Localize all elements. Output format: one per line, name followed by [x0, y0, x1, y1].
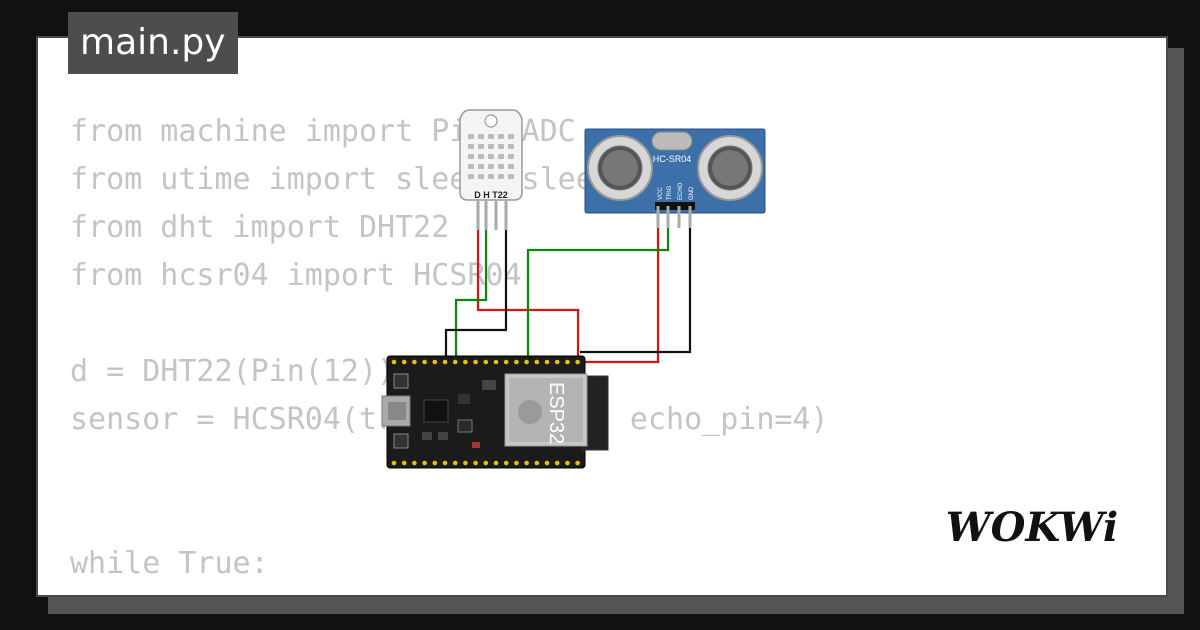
esp32-header-pin [554, 460, 560, 466]
dht-pins [476, 200, 508, 230]
esp32-header-pin [473, 460, 478, 466]
esp32-header-pin [524, 359, 529, 365]
esp32-header-pin [534, 359, 540, 365]
esp32-header-pin [412, 460, 417, 466]
esp32-header-pin [483, 359, 489, 365]
wire-hc-gnd [580, 214, 692, 354]
esp32-header-pin [514, 460, 519, 466]
esp32-board: ESP32 [381, 355, 609, 469]
wire-hc-trig [526, 214, 670, 362]
esp32-header-pin [575, 460, 580, 466]
esp32-header-pin [544, 460, 550, 466]
wire-hc-vcc [580, 214, 660, 364]
esp32-header-pin [442, 359, 448, 365]
wokwi-logo: WOKWi [946, 504, 1118, 551]
dht22-sensor: D H T22 [459, 109, 523, 230]
esp32-header-pin [463, 359, 468, 365]
esp32-header-pin [565, 460, 570, 466]
code-line: from hcsr04 import HCSR04 [70, 258, 522, 293]
code-line: d = DHT22(Pin(12)) [70, 354, 396, 389]
esp32-header-pin [493, 460, 499, 466]
esp32-header-pin [452, 460, 458, 466]
circuit-diagram: D H T22 HC-SR04 VCC TRIG ECHO GND [381, 109, 766, 469]
esp32-header-pin [483, 460, 489, 466]
esp32-header-pin [432, 460, 438, 466]
esp32-header-pin [452, 359, 458, 365]
esp32-header-pin [401, 460, 407, 466]
esp32-chip-label: ESP32 [545, 382, 567, 444]
hc-pin-label-echo: ECHO [678, 182, 684, 200]
esp32-header-pin [432, 359, 438, 365]
hcsr04-label: HC-SR04 [653, 154, 692, 164]
esp32-header-pin [565, 359, 570, 365]
esp32-header-pin [534, 460, 540, 466]
esp32-top-header [391, 359, 580, 365]
dht-grille [468, 134, 514, 179]
hcsr04-pins [656, 206, 692, 228]
wokwi-logo-text: WOKWi [946, 504, 1118, 551]
esp32-header-pin [422, 460, 427, 466]
code-line: while True: [70, 546, 269, 581]
wire-dht-data [454, 228, 488, 362]
esp32-bottom-header [391, 460, 580, 466]
esp32-header-pin [473, 359, 478, 365]
filename-tab[interactable]: main.py [68, 12, 238, 74]
wires [444, 214, 692, 364]
esp32-header-pin [554, 359, 560, 365]
esp32-header-pin [463, 460, 468, 466]
esp32-header-pin [514, 359, 519, 365]
esp32-header-pin [422, 359, 427, 365]
hc-pin-label-trig: TRIG [667, 185, 673, 200]
code-line: from dht import DHT22 [70, 210, 450, 245]
esp32-header-pin [544, 359, 550, 365]
esp32-header-pin [493, 359, 499, 365]
wire-dht-gnd [444, 228, 508, 362]
esp32-header-pin [412, 359, 417, 365]
esp32-header-pin [503, 359, 509, 365]
esp32-header-pin [391, 460, 397, 466]
esp32-header-pin [401, 359, 407, 365]
hcsr04-sensor: HC-SR04 VCC TRIG ECHO GND [584, 128, 766, 228]
dht-label: D H T22 [474, 190, 508, 200]
code-line: d.measure() [70, 594, 341, 595]
preview-card: from machine import Pin, ADC from utime … [36, 36, 1168, 597]
esp32-header-pin [442, 460, 448, 466]
esp32-header-pin [524, 460, 529, 466]
esp32-header-pin [391, 359, 397, 365]
hc-pin-label-vcc: VCC [658, 187, 664, 200]
esp32-header-pin [503, 460, 509, 466]
hc-pin-label-gnd: GND [689, 186, 695, 200]
esp32-header-pin [575, 359, 580, 365]
